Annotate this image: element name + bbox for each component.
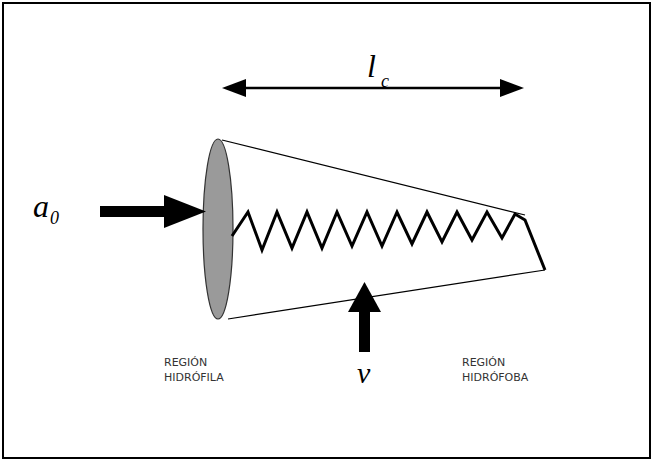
volume-symbol: v [357, 358, 370, 388]
arrow-head [222, 79, 246, 97]
volume-arrow [359, 308, 370, 352]
length-arrow [240, 87, 508, 90]
arrow-head [500, 79, 524, 97]
region-label: REGIÓN HIDRÓFILA [164, 356, 246, 386]
cone-edge [228, 270, 545, 319]
subscript: 0 [50, 209, 59, 227]
cone-edge [222, 140, 525, 215]
frame [3, 3, 650, 458]
arrow-head [164, 195, 206, 228]
head-group [203, 139, 233, 319]
arrow-head [348, 282, 381, 312]
area-arrow [100, 206, 170, 217]
length-symbol: l [367, 50, 376, 82]
hydrocarbon-chain [232, 212, 545, 270]
area-symbol: a [33, 190, 49, 222]
region-label: REGIÓN HIDRÓFOBA [462, 356, 544, 386]
subscript: c [381, 72, 389, 90]
